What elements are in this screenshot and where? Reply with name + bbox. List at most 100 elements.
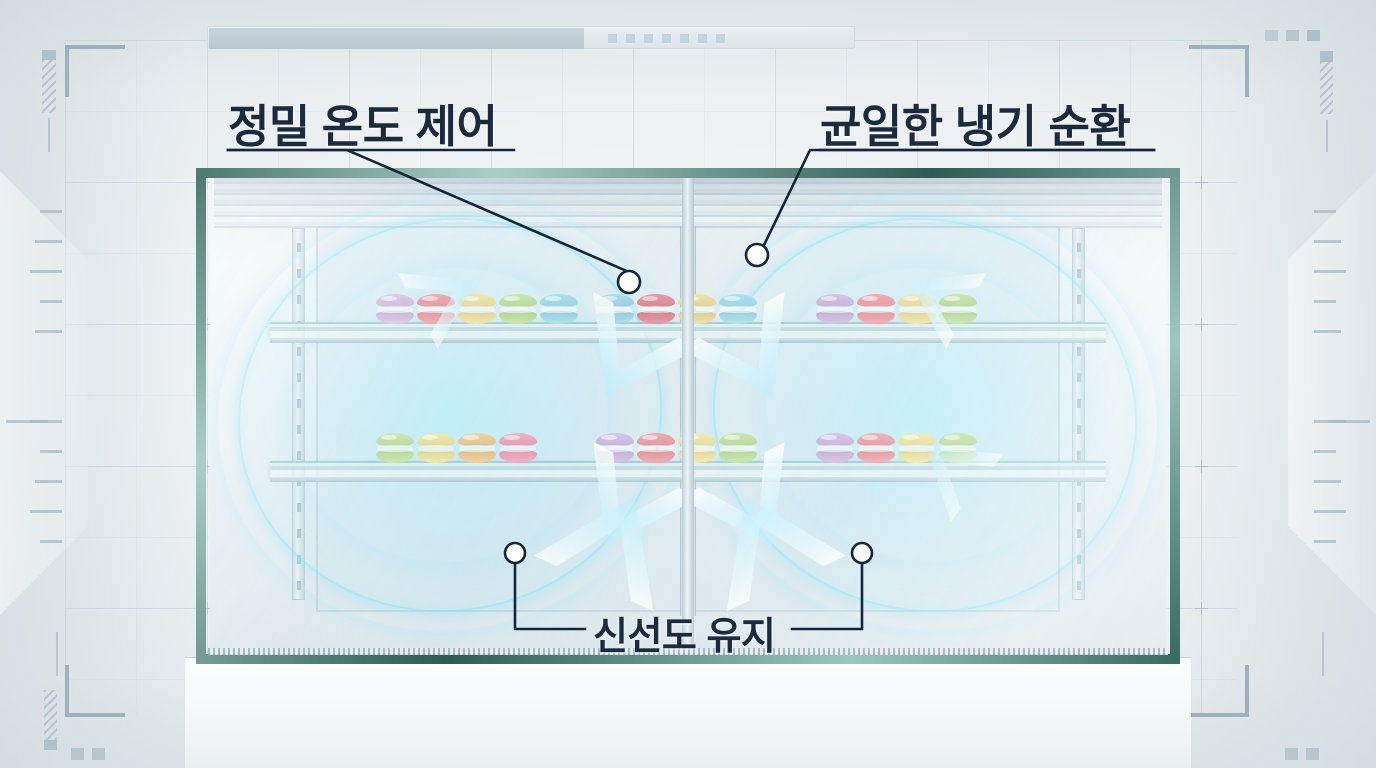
macaron-filling xyxy=(857,306,895,313)
hud-marker-square xyxy=(71,748,84,760)
hud-status-segment xyxy=(626,34,635,43)
hud-status-bar-fill xyxy=(209,28,584,49)
case-glass-mullion xyxy=(682,178,694,654)
macaron-filling xyxy=(499,306,537,313)
macaron-filling xyxy=(417,445,455,452)
rail-peg-hole xyxy=(297,243,301,252)
hud-status-segment xyxy=(608,34,617,43)
macaron-filling xyxy=(898,445,936,452)
macaron-reflection xyxy=(857,455,895,464)
hud-panel-tick xyxy=(1314,210,1336,213)
hud-tick-line xyxy=(1322,632,1324,676)
macaron-reflection xyxy=(719,316,757,325)
case-vent-grille xyxy=(208,648,1168,655)
display-case-pedestal xyxy=(185,658,1191,768)
macaron-reflection xyxy=(637,455,675,464)
hud-right-hex-panel xyxy=(1274,155,1376,631)
hud-hatch-bar xyxy=(1320,62,1333,114)
hud-left-hex-panel xyxy=(0,155,102,631)
hud-status-segment xyxy=(716,34,725,43)
grid-crosshair xyxy=(1195,602,1208,615)
macaron-reflection xyxy=(540,316,578,325)
hud-marker-square xyxy=(1286,30,1299,41)
hud-panel-tick xyxy=(1314,270,1346,273)
macaron-reflection xyxy=(458,455,496,464)
macaron-filling xyxy=(939,306,977,313)
macaron-filling xyxy=(719,306,757,313)
hud-panel-tick xyxy=(35,330,62,333)
hud-marker-square xyxy=(1306,748,1319,760)
hud-panel-tick xyxy=(30,510,62,513)
macaron-reflection xyxy=(499,316,537,325)
grid-crosshair xyxy=(1195,176,1208,189)
macaron-reflection xyxy=(857,316,895,325)
hud-status-segment xyxy=(680,34,689,43)
grid-crosshair xyxy=(1195,318,1208,331)
callout-label-uniform-cold-air-circulation: 균일한 냉기 순환 xyxy=(820,101,1131,152)
hud-panel-tick xyxy=(1314,510,1346,513)
hud-panel-tick xyxy=(35,480,62,483)
hud-status-segment xyxy=(644,34,653,43)
hud-tick-line xyxy=(48,118,50,152)
macaron-filling xyxy=(376,306,414,313)
hud-status-bar xyxy=(207,26,855,49)
hud-status-segment xyxy=(662,34,671,43)
rail-peg-hole xyxy=(1077,243,1081,252)
macaron-reflection xyxy=(637,316,675,325)
macaron-reflection xyxy=(376,455,414,464)
hud-panel-tick xyxy=(1314,330,1341,333)
hud-panel-tick xyxy=(40,540,62,543)
hud-marker-square xyxy=(92,748,105,760)
macaron-reflection xyxy=(499,455,537,464)
hud-hatch-bar xyxy=(42,60,56,113)
macaron-filling xyxy=(376,445,414,452)
hud-panel-tick xyxy=(1314,450,1336,453)
hud-tick-line xyxy=(1326,120,1328,152)
macaron-filling xyxy=(596,445,634,452)
macaron-reflection xyxy=(458,316,496,325)
macaron-filling xyxy=(719,445,757,452)
hud-panel-tick xyxy=(30,270,62,273)
macaron-reflection xyxy=(719,455,757,464)
macaron-filling xyxy=(637,445,675,452)
macaron-filling xyxy=(458,445,496,452)
macaron-reflection xyxy=(596,455,634,464)
callout-label-precise-temperature-control: 정밀 온도 제어 xyxy=(228,101,498,152)
macaron-filling xyxy=(816,306,854,313)
macaron-filling xyxy=(540,306,578,313)
macaron-reflection xyxy=(596,316,634,325)
macaron-reflection xyxy=(816,316,854,325)
hud-hatch-bar xyxy=(44,690,57,740)
hud-status-segment xyxy=(698,34,707,43)
macaron-filling xyxy=(637,306,675,313)
hud-panel-tick xyxy=(1314,540,1336,543)
hud-hatch-cap xyxy=(44,740,57,750)
macaron-reflection xyxy=(939,455,977,464)
hud-tick-line xyxy=(56,632,58,676)
hud-panel-tick xyxy=(40,450,62,453)
hud-hatch-cap xyxy=(1320,51,1333,62)
hud-panel-tick-major xyxy=(6,420,48,423)
hud-hatch-cap xyxy=(42,50,56,60)
hud-marker-square xyxy=(1307,30,1320,41)
macaron-filling xyxy=(898,306,936,313)
macaron-reflection xyxy=(376,316,414,325)
macaron-filling xyxy=(596,306,634,313)
hud-panel-tick xyxy=(40,300,62,303)
hud-panel-tick-major xyxy=(1328,420,1370,423)
macaron-filling xyxy=(499,445,537,452)
refrigerated-display-case xyxy=(169,148,1206,682)
macaron-reflection xyxy=(417,455,455,464)
macaron-filling xyxy=(816,445,854,452)
macaron-filling xyxy=(458,306,496,313)
callout-label-freshness-preservation: 신선도 유지 xyxy=(593,616,776,658)
hud-panel-tick xyxy=(40,210,62,213)
hud-panel-tick xyxy=(35,240,62,243)
hud-marker-square xyxy=(1265,30,1278,41)
macaron-reflection xyxy=(898,316,936,325)
hud-panel-tick xyxy=(1314,480,1341,483)
hud-panel-tick xyxy=(1314,240,1341,243)
macaron-reflection xyxy=(417,316,455,325)
macaron-reflection xyxy=(898,455,936,464)
